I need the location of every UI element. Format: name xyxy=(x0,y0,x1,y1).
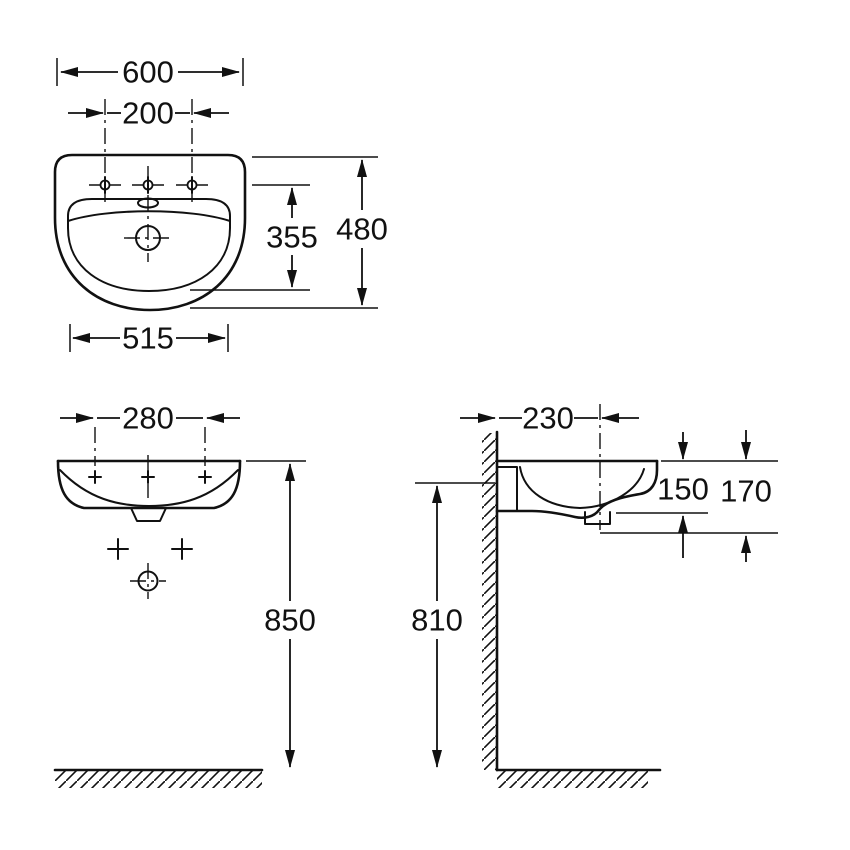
dim-rim-to-lowest-edge-value: 170 xyxy=(720,474,772,509)
dim-bowl-width: 515 xyxy=(69,321,229,356)
dim-rim-height: 850 xyxy=(246,460,319,768)
dim-rim-height-value: 850 xyxy=(264,603,316,638)
side-underside-profile xyxy=(495,459,659,520)
front-tap-hole-center xyxy=(141,455,155,498)
dim-underside-height-value: 810 xyxy=(411,603,463,638)
basin-deck-edge xyxy=(67,210,231,222)
front-tap-hole-left xyxy=(88,470,102,484)
side-view: 230 150 170 810 xyxy=(408,401,778,788)
dim-bowl-width-value: 515 xyxy=(122,321,174,356)
waste-outlet xyxy=(130,563,166,599)
wall-bracket xyxy=(496,466,518,511)
dim-wall-to-tap-value: 230 xyxy=(522,401,574,436)
basin-inner-bowl xyxy=(67,198,231,292)
front-view: 280 850 xyxy=(53,401,319,788)
dim-tap-hole-spacing-value: 200 xyxy=(122,96,174,131)
floor-hatching-right xyxy=(497,771,648,788)
floor-right xyxy=(495,768,662,788)
dim-overall-width: 600 xyxy=(56,55,244,90)
top-view: 600 200 480 355 xyxy=(53,55,391,356)
dim-rim-to-underside: 150 xyxy=(616,432,778,558)
front-bowl-curve xyxy=(59,469,239,507)
fixing-hole-right xyxy=(171,538,193,560)
dim-wall-to-tap: 230 xyxy=(460,401,639,436)
dim-bowl-depth: 355 xyxy=(190,184,321,291)
wall xyxy=(482,430,499,772)
side-bowl-section xyxy=(519,466,645,509)
dim-fixing-hole-spacing: 280 xyxy=(60,401,240,466)
dim-overall-depth-value: 480 xyxy=(336,212,388,247)
basin-outer-outline xyxy=(53,153,247,312)
floor-hatching-left xyxy=(55,771,262,788)
dim-rim-to-underside-value: 150 xyxy=(657,472,709,507)
dim-fixing-hole-spacing-value: 280 xyxy=(122,401,174,436)
dim-underside-height: 810 xyxy=(408,482,495,768)
floor-left xyxy=(53,768,264,788)
dim-tap-hole-spacing: 200 xyxy=(68,96,229,203)
fixing-hole-left xyxy=(107,538,129,560)
dim-overall-depth: 480 xyxy=(190,156,391,309)
wall-hatching xyxy=(482,433,497,770)
drain-boss xyxy=(584,511,611,525)
front-apron-outline xyxy=(56,459,242,510)
dim-rim-to-lowest-edge: 170 xyxy=(600,430,778,562)
dim-overall-width-value: 600 xyxy=(122,55,174,90)
dim-bowl-depth-value: 355 xyxy=(266,220,318,255)
front-tap-hole-right xyxy=(198,470,212,484)
semi-pedestal-bracket xyxy=(130,507,167,522)
